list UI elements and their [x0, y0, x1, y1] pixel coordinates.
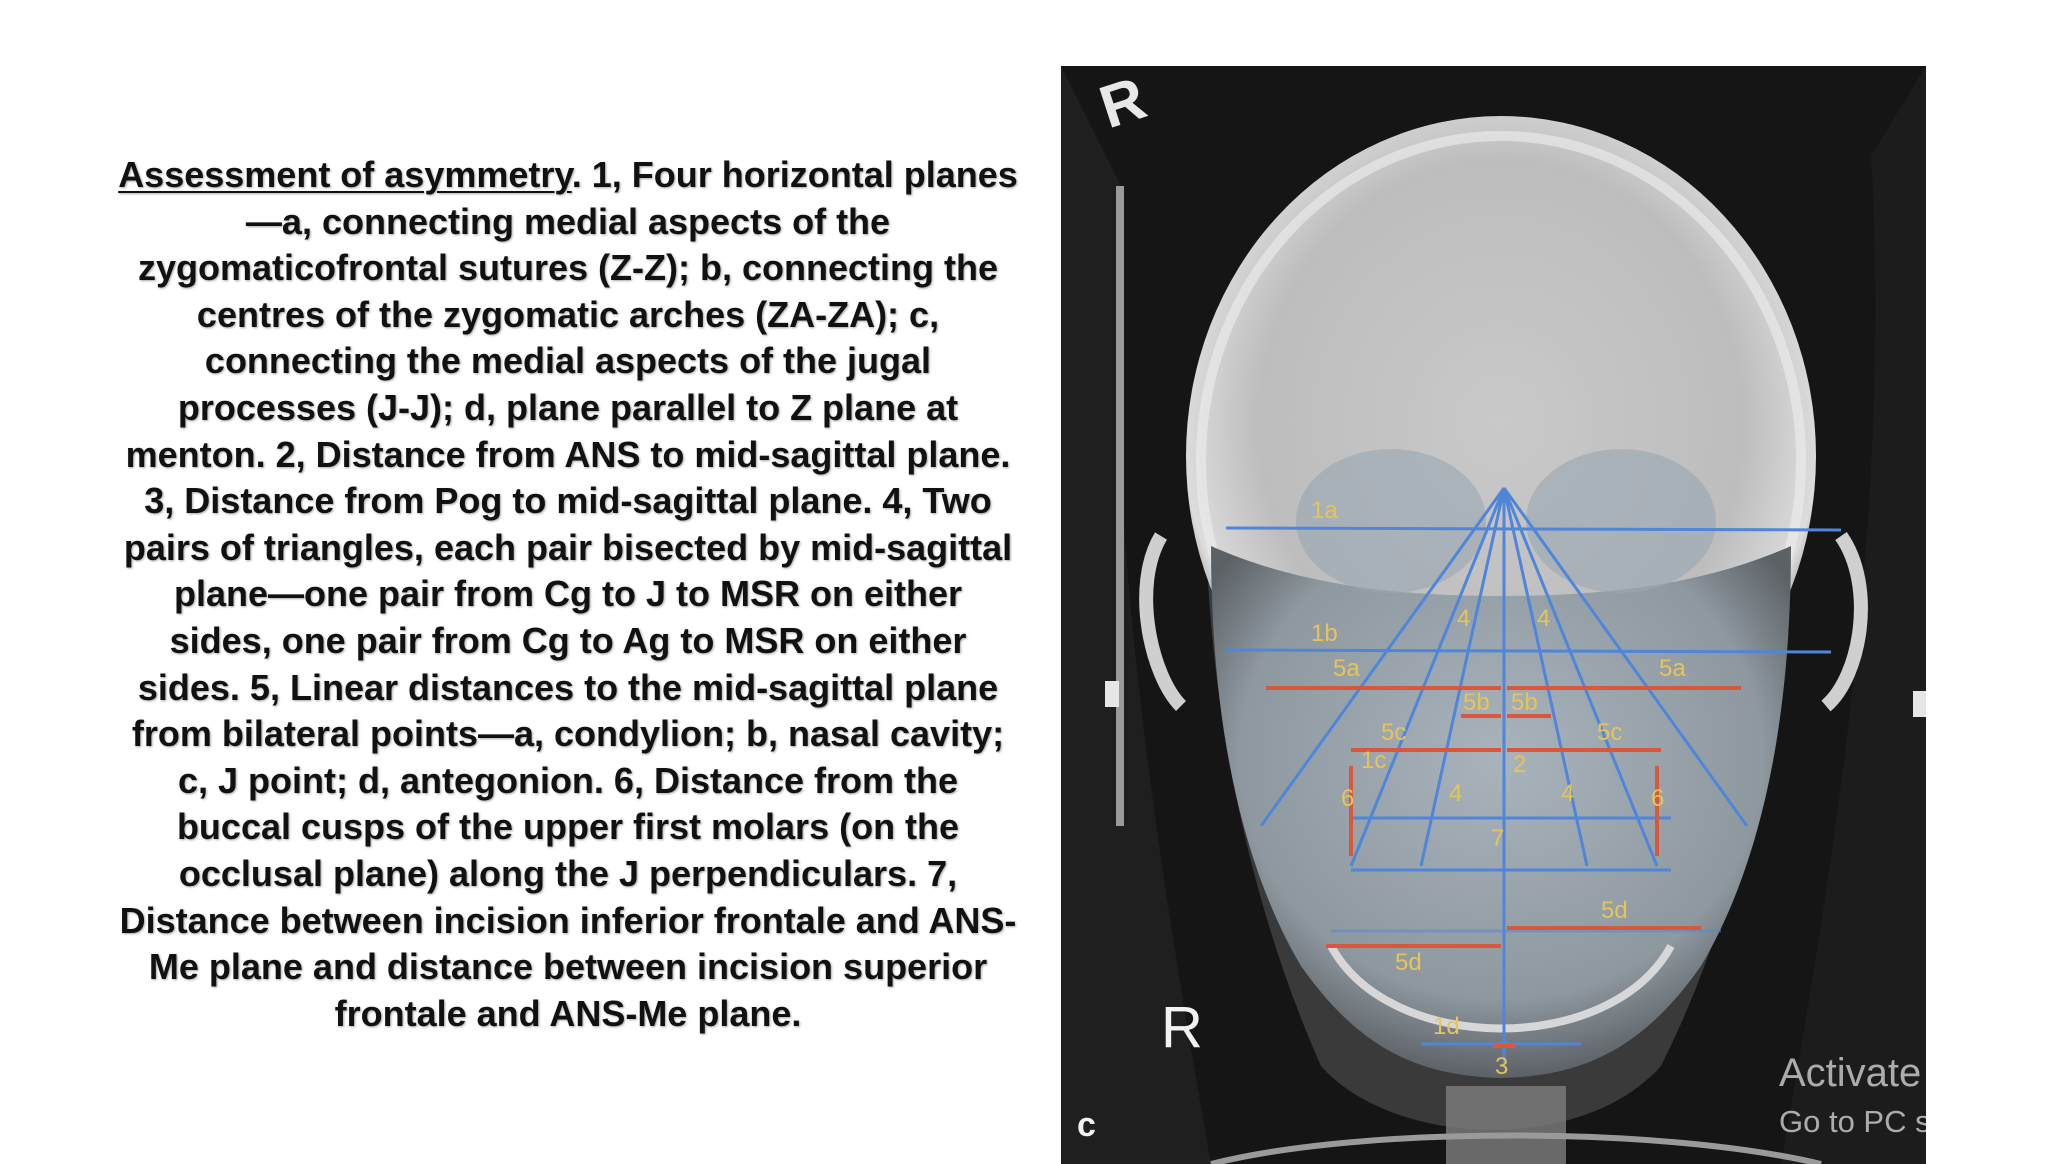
plane-1b	[1225, 648, 1832, 654]
label-4-upper-left: 4	[1457, 605, 1470, 632]
label-5a-right: 5a	[1659, 655, 1686, 682]
label-6-left: 6	[1341, 785, 1354, 812]
head-holder-rod	[1116, 186, 1124, 826]
label-1d: 1d	[1433, 1013, 1460, 1040]
label-5b-right: 5b	[1511, 689, 1538, 716]
left-orbit	[1296, 449, 1486, 593]
label-3: 3	[1495, 1053, 1508, 1080]
label-5b-left: 5b	[1463, 689, 1490, 716]
triangles-4	[1259, 487, 1749, 1066]
skull-xray-image: 1a 1b 1c 1d 2 3 4 4 4 4 5a 5a 5b 5b 5c 5…	[1061, 66, 1926, 1164]
label-1a: 1a	[1311, 497, 1338, 524]
watermark-line-2: Go to PC settings	[1779, 1104, 1926, 1139]
right-ear	[1821, 531, 1868, 712]
label-6-right: 6	[1651, 785, 1664, 812]
right-orbit	[1526, 449, 1716, 593]
label-4-lower-left: 4	[1449, 780, 1462, 807]
left-ear	[1139, 532, 1187, 711]
panel-label: c	[1077, 1106, 1096, 1144]
label-5d-right: 5d	[1601, 897, 1628, 924]
mandible-outline	[1327, 944, 1675, 1033]
label-5c-right: 5c	[1597, 719, 1622, 746]
activation-watermark: Activate Go to PC settings	[1779, 1051, 1926, 1140]
label-2: 2	[1513, 751, 1526, 778]
label-5a-left: 5a	[1333, 655, 1360, 682]
cephalogram-figure: 1a 1b 1c 1d 2 3 4 4 4 4 5a 5a 5b 5b 5c 5…	[1061, 66, 1926, 1164]
cervical-spine	[1446, 1086, 1566, 1164]
distance-lines	[1266, 686, 1741, 1048]
label-4-upper-right: 4	[1537, 605, 1550, 632]
label-5c-left: 5c	[1381, 719, 1406, 746]
orientation-marker-bottom: R	[1161, 995, 1203, 1060]
caption-text: . 1, Four horizontal planes—a, connectin…	[119, 154, 1018, 1034]
caption-title: Assessment of asymmetry	[118, 154, 572, 195]
label-4-lower-right: 4	[1561, 780, 1574, 807]
watermark-line-1: Activate	[1779, 1051, 1922, 1095]
label-1b: 1b	[1311, 620, 1338, 647]
label-5d-left: 5d	[1395, 949, 1422, 976]
figure-caption: Assessment of asymmetry. 1, Four horizon…	[118, 152, 1018, 1037]
label-7: 7	[1491, 825, 1504, 852]
landmark-labels: 1a 1b 1c 1d 2 3 4 4 4 4 5a 5a 5b 5b 5c 5…	[1311, 497, 1686, 1080]
label-1c: 1c	[1361, 747, 1386, 774]
